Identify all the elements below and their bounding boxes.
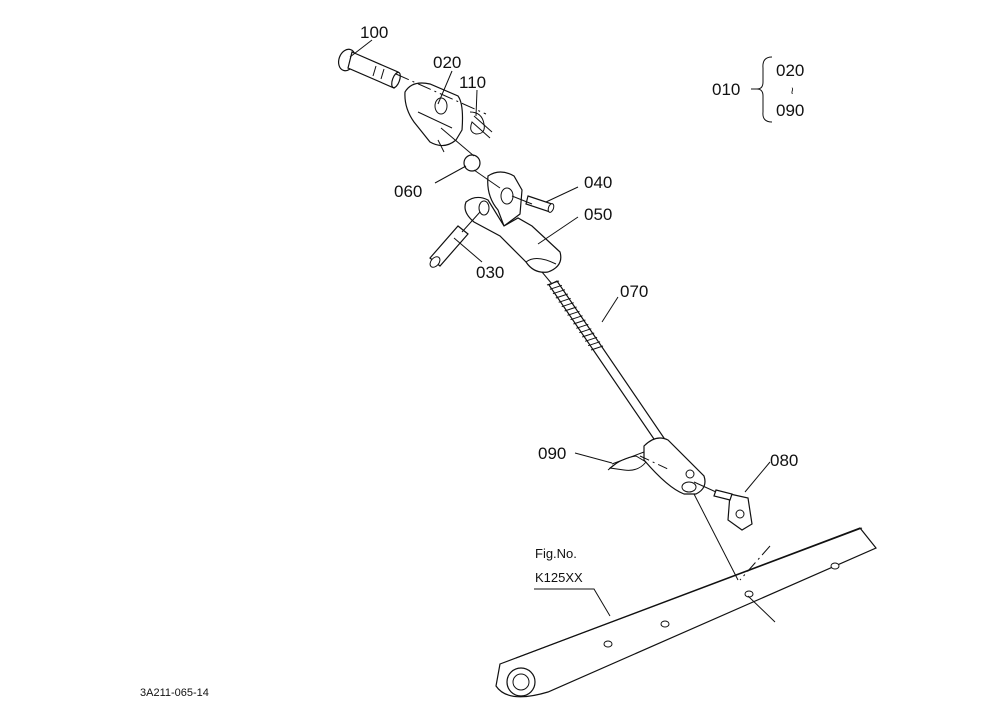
set-note-from: 020 <box>776 61 804 80</box>
label-030: 030 <box>476 263 504 282</box>
part-020-upper-yoke <box>404 82 464 153</box>
label-040: 040 <box>584 173 612 192</box>
rod-thread-mark <box>564 306 577 312</box>
label-100: 100 <box>360 23 388 42</box>
rod-thread-mark <box>567 310 580 316</box>
rod-thread-mark <box>546 280 560 286</box>
set-note-parent: 010 <box>712 80 740 99</box>
part-060-ball <box>463 154 481 172</box>
drawing-code: 3A211-065-14 <box>140 687 209 699</box>
rod-thread-mark <box>584 336 598 342</box>
set-note-tilde: ~ <box>785 87 800 95</box>
label-090: 090 <box>538 444 566 463</box>
rod-thread-mark <box>555 293 568 299</box>
label-020: 020 <box>433 53 461 72</box>
rod-thread-mark <box>558 297 571 303</box>
label-080: 080 <box>770 451 798 470</box>
part-030-pin <box>429 225 469 268</box>
rod-thread-mark <box>570 315 583 321</box>
part-070-threaded-rod <box>546 280 665 443</box>
part-110-snap-pin <box>469 111 493 139</box>
set-note-to: 090 <box>776 101 804 120</box>
rod-thread-mark <box>552 289 566 295</box>
label-110: 110 <box>459 73 486 92</box>
part-040-pin <box>525 195 555 213</box>
rod-thread-mark <box>579 328 592 334</box>
rod-thread-mark <box>549 284 563 290</box>
label-060: 060 <box>394 182 422 201</box>
rod-thread-mark <box>561 302 574 308</box>
part-050-lower-yoke <box>464 171 562 273</box>
part-100-clevis-pin <box>337 48 401 89</box>
rod-thread-mark <box>576 323 589 329</box>
rod-thread-mark <box>573 319 586 325</box>
label-070: 070 <box>620 282 648 301</box>
fig-number: K125XX <box>535 570 583 585</box>
part-080-pin-plate <box>713 489 753 531</box>
rod-thread-mark <box>587 341 601 347</box>
alignment-lines <box>395 73 776 623</box>
part-090-snap-pin <box>607 451 647 471</box>
rod-lower-clevis <box>643 437 706 495</box>
figure-reference: Fig.No. K125XX <box>535 546 583 585</box>
label-050: 050 <box>584 205 612 224</box>
fig-label: Fig.No. <box>535 546 577 561</box>
rod-thread-mark <box>582 332 595 338</box>
set-note: 010 020 ~ 090 <box>712 56 804 123</box>
rod-thread-mark <box>590 345 604 351</box>
part-labels: 100 020 110 060 040 050 030 070 090 080 <box>360 23 798 470</box>
lower-link-arm <box>495 527 877 698</box>
leader-lines <box>349 39 771 617</box>
